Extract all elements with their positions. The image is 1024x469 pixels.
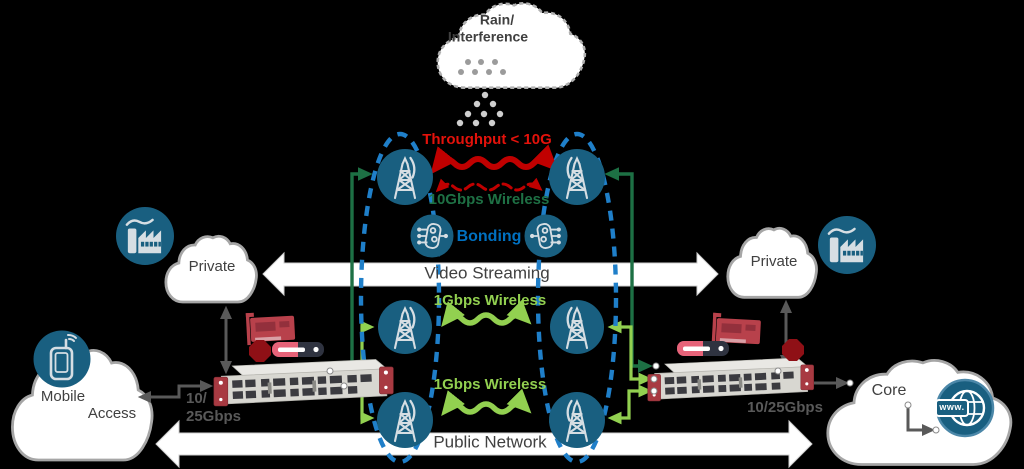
wireless-1g-lower-label: 1Gbps Wireless bbox=[433, 375, 547, 393]
public-network-label: Public Network bbox=[433, 432, 547, 452]
wireless-1g-upper-label: 1Gbps Wireless bbox=[433, 291, 547, 309]
private-cloud-right-label: Private bbox=[750, 252, 798, 270]
rain-cloud-line2: Interference bbox=[447, 28, 529, 45]
tower-bottom-left bbox=[377, 392, 433, 448]
tower-top-right bbox=[549, 149, 605, 205]
rate-left-line2: 25Gbps bbox=[186, 407, 242, 425]
video-streaming-label: Video Streaming bbox=[424, 263, 550, 283]
mobile-phone-icon bbox=[33, 330, 91, 388]
red-interference-arrows bbox=[430, 144, 559, 193]
globe-www-icon bbox=[935, 378, 995, 438]
stop-octagon-icon-right bbox=[782, 339, 804, 361]
nic-card-icon-left bbox=[245, 310, 296, 346]
dashed-ellipse-left bbox=[358, 131, 442, 465]
green-wireless-arrows bbox=[441, 299, 532, 417]
dashed-ellipse-right bbox=[535, 131, 619, 465]
bonding-label: Bonding bbox=[456, 228, 522, 246]
tower-mid-right bbox=[550, 300, 604, 354]
server-appliance-left bbox=[213, 359, 394, 407]
rain-cloud-line1: Rain/ bbox=[479, 11, 515, 28]
throughput-label: Throughput < 10G bbox=[422, 130, 552, 148]
stop-octagon-icon-left bbox=[249, 340, 271, 362]
tower-top-left bbox=[377, 149, 433, 205]
bonding-device-nodes bbox=[410, 214, 568, 258]
wireless-10g-label: 10Gbps Wireless bbox=[428, 190, 550, 208]
tower-mid-left bbox=[378, 300, 432, 354]
factory-icon-right bbox=[818, 216, 876, 274]
private-cloud-left-label: Private bbox=[188, 257, 236, 275]
server-appliance-right bbox=[647, 357, 815, 402]
tower-bottom-right bbox=[549, 392, 605, 448]
connector-dots bbox=[326, 362, 940, 434]
ssd-module-icon-right bbox=[677, 341, 729, 356]
bonded-link-ellipses bbox=[358, 131, 619, 465]
rate-left-line1: 10/ bbox=[186, 389, 207, 407]
rain-dots bbox=[456, 59, 506, 127]
bonding-icon-left bbox=[410, 214, 454, 258]
ssd-module-icon-left bbox=[272, 342, 324, 357]
factory-icon-left bbox=[116, 207, 174, 265]
public-network-band-arrow bbox=[155, 419, 813, 469]
mobile-cloud-label-line1: Mobile bbox=[40, 387, 86, 405]
globe-www-label: www. bbox=[939, 402, 965, 413]
core-cloud-label: Core bbox=[871, 382, 907, 400]
mobile-cloud-label-line2: Access bbox=[87, 404, 137, 422]
rate-right-label: 10/25Gbps bbox=[747, 398, 823, 416]
radio-tower-nodes bbox=[377, 149, 605, 448]
bonding-icon-right bbox=[524, 214, 568, 258]
